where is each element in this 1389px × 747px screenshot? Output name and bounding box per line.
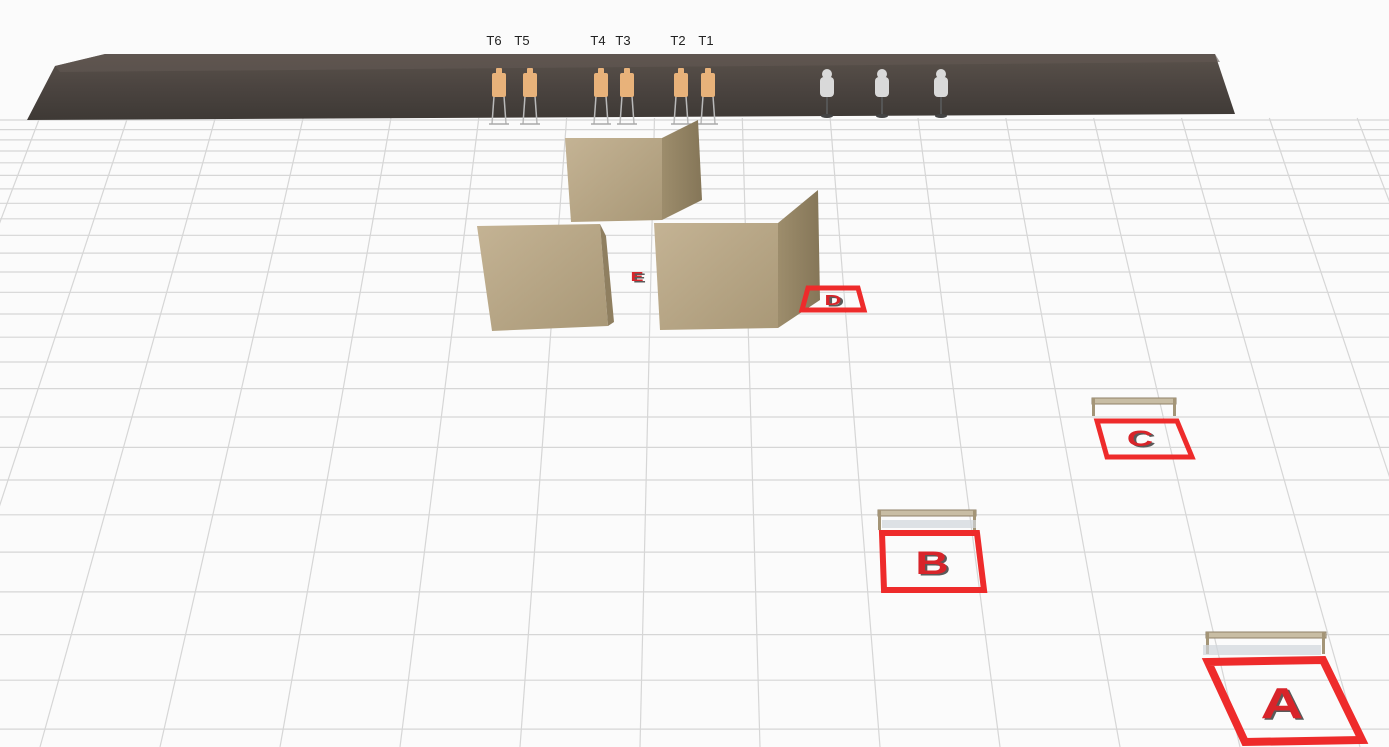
box-letter: C [1127, 427, 1153, 451]
barricade-c[interactable] [1092, 398, 1176, 416]
wall-left[interactable] [477, 224, 614, 331]
wall-back[interactable] [565, 120, 702, 222]
shooting-box-c[interactable]: CC [1097, 421, 1192, 457]
shooting-box-b[interactable]: BB [882, 533, 984, 590]
barricade-a[interactable] [1203, 632, 1326, 655]
barricade-b[interactable] [878, 510, 976, 530]
box-letter: A [1261, 680, 1304, 728]
box-letter: D [825, 292, 842, 308]
box-letter: E [631, 270, 644, 284]
shooting-box-e[interactable]: EE [631, 270, 646, 286]
target-label: T2 [670, 33, 685, 48]
box-letter: B [915, 546, 948, 582]
target-label: T5 [514, 33, 529, 48]
target-label: T4 [590, 33, 605, 48]
target-label: T3 [615, 33, 630, 48]
target-label: T1 [698, 33, 713, 48]
target-label: T6 [486, 33, 501, 48]
